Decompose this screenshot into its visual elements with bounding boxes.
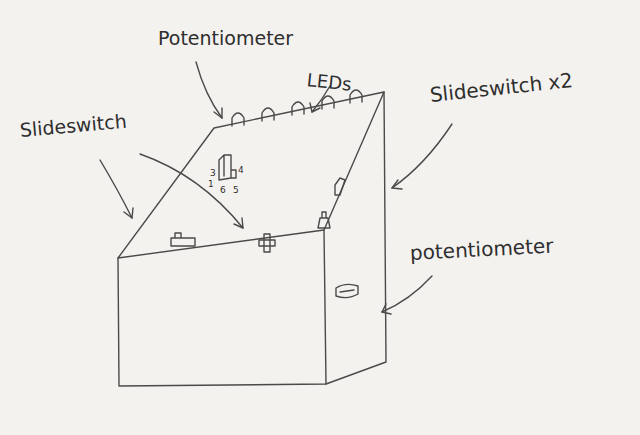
leds <box>232 90 362 126</box>
part-label: Slideswitch <box>19 111 127 141</box>
potentiometer-side <box>336 284 358 297</box>
side-face <box>326 92 386 384</box>
part-label: Slideswitch x2 <box>429 69 574 106</box>
slideswitch-front <box>259 234 275 252</box>
arrow-head <box>382 304 391 314</box>
part-label: potentiometer <box>409 235 554 264</box>
pin-number: 6 <box>220 186 226 196</box>
led <box>232 113 244 126</box>
led <box>292 102 304 115</box>
leader-line <box>100 160 132 218</box>
part-label: LEDs <box>306 70 352 94</box>
led <box>350 90 362 103</box>
led <box>262 108 274 121</box>
pin-number: 3 <box>210 169 216 179</box>
slideswitch-top <box>318 212 330 228</box>
leader-line <box>140 154 243 228</box>
potentiometer-top <box>219 155 236 180</box>
arrow-head <box>234 218 243 228</box>
slideswitch-top <box>335 178 345 195</box>
arrow-head <box>310 103 320 112</box>
arrow-head <box>392 180 402 189</box>
slideswitch-front <box>171 233 195 246</box>
part-label: Potentiometer <box>158 28 293 49</box>
leader-line <box>392 124 452 188</box>
pin-number: 4 <box>238 166 244 176</box>
components <box>171 155 358 298</box>
led <box>322 96 334 109</box>
enclosure <box>118 92 386 386</box>
pin-number: 1 <box>208 180 214 190</box>
arrow-head <box>124 208 133 218</box>
top-face <box>118 92 384 258</box>
leader-line <box>196 62 222 118</box>
pin-number: 5 <box>233 186 239 196</box>
leader-arrows <box>100 62 452 314</box>
front-face <box>118 230 326 386</box>
arrow-head <box>214 108 222 118</box>
leader-line <box>382 276 432 312</box>
